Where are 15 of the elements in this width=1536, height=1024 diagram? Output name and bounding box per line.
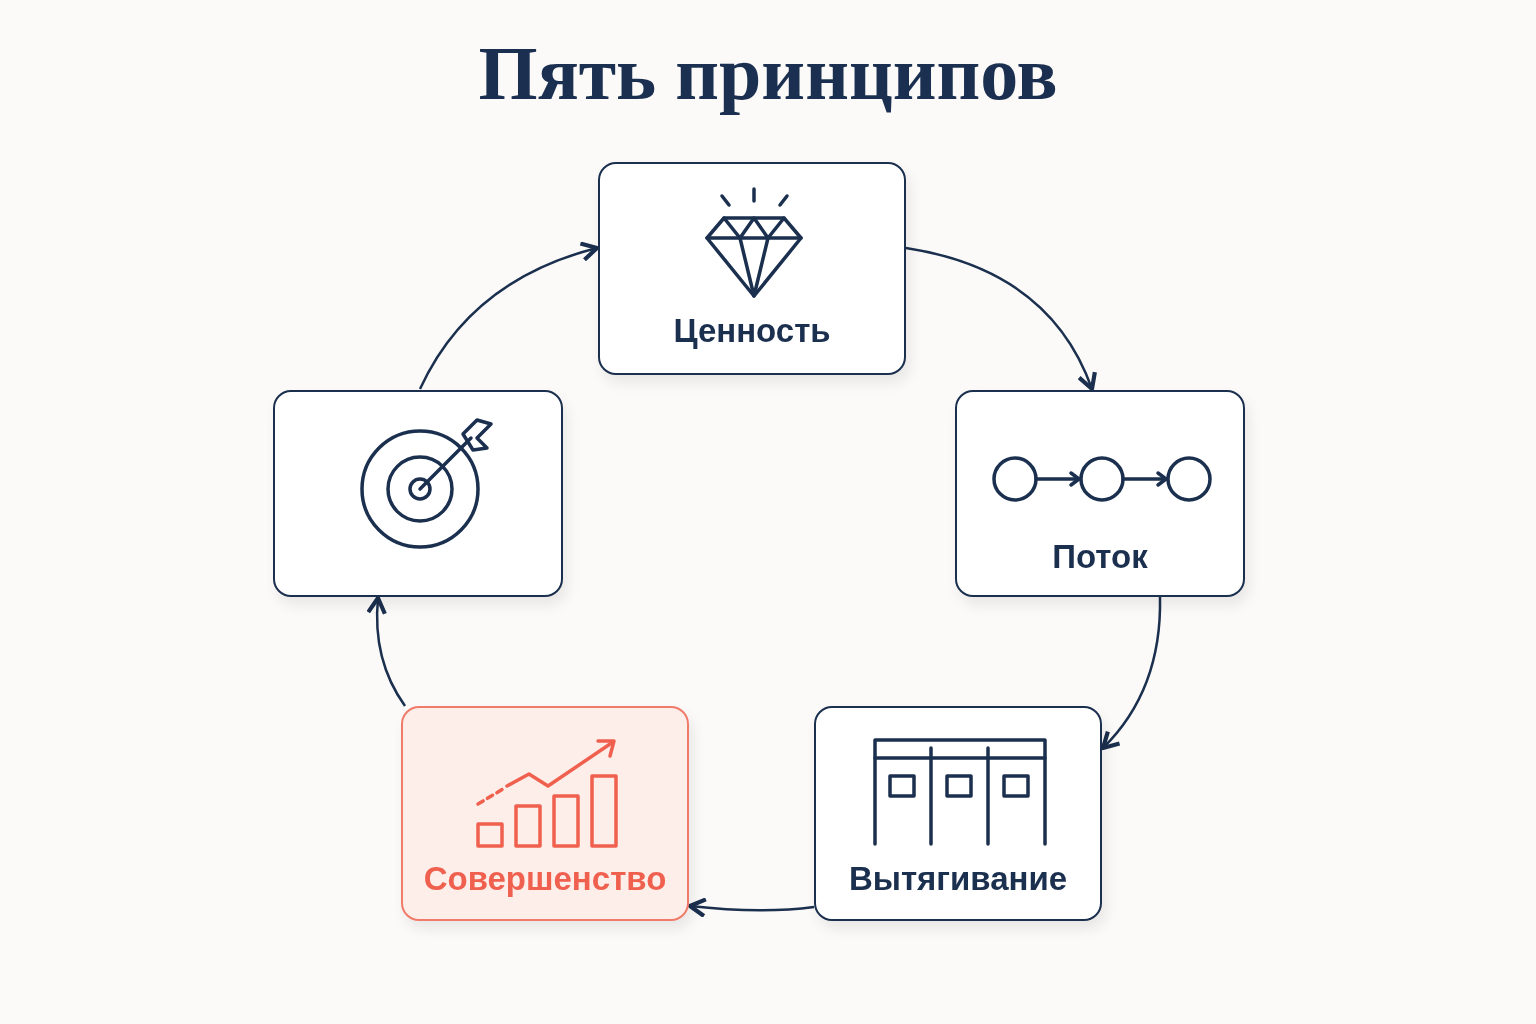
process-box [273, 390, 563, 597]
arrow [418, 242, 600, 390]
arrow [1100, 597, 1162, 751]
process-box [814, 706, 1102, 921]
node-label: Совершенство [423, 860, 667, 897]
process-box [955, 390, 1245, 597]
title: Пять принципов [478, 31, 1058, 115]
process-box [598, 162, 906, 375]
node-label: Вытягивание [848, 860, 1068, 897]
process-box [401, 706, 689, 921]
arrow [905, 246, 1097, 392]
node-label: Ценность [673, 312, 831, 349]
node-label: Поток [1052, 538, 1148, 575]
arrow [687, 897, 815, 918]
arrow [366, 595, 407, 707]
